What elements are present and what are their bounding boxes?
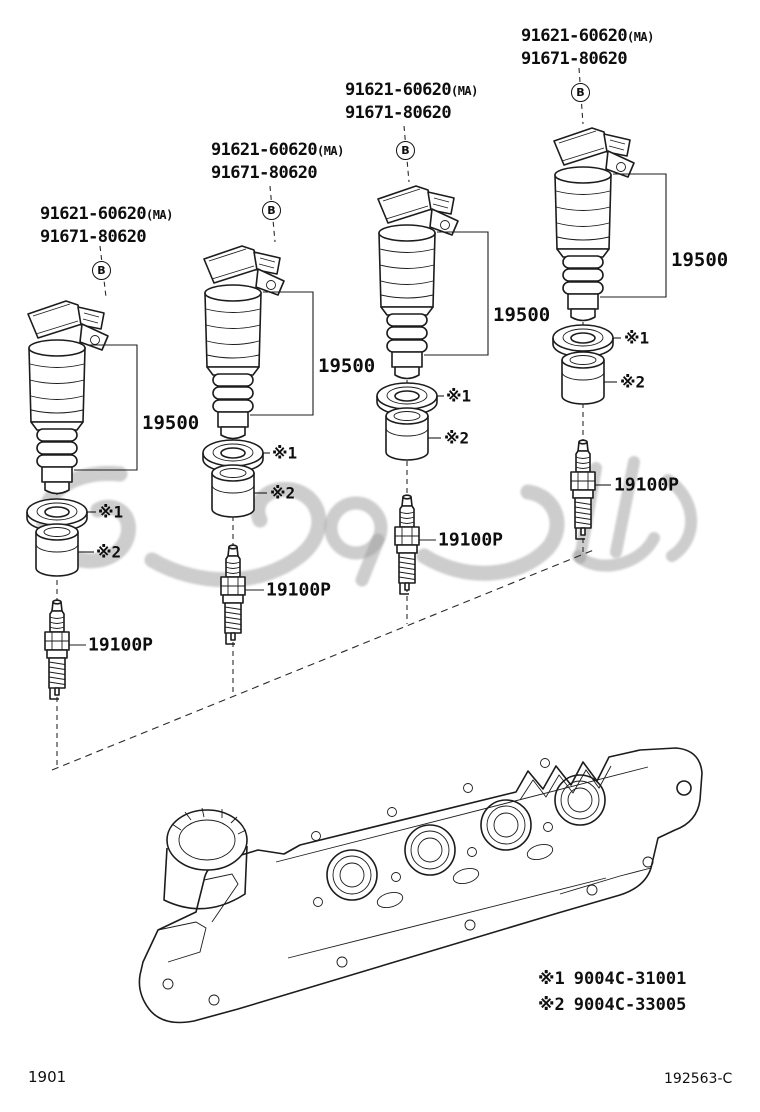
tube-marker-label: ※2 [444,428,470,448]
coil-assembly-2 [202,185,314,694]
legend-row: ※2 9004C-33005 [538,992,686,1018]
spark-plug-label: 19100P [266,579,332,601]
alignment-dashed-line [51,548,597,771]
connector-ref-icon: B [571,83,590,102]
part-number-line2: 91671-80620 [40,227,147,247]
part-number-line2: 91671-80620 [521,49,628,69]
cylinder-head-cover-drawing [138,747,703,1024]
coil-callout-bracket [250,291,314,416]
coil-part-label: 19500 [142,412,200,434]
part-number-line1: 91621-60620(MA) [521,26,654,46]
seal-marker-label: ※1 [624,328,650,348]
tube-marker-label: ※2 [96,542,122,562]
coil-part-numbers-2: 91621-60620(MA) 91671-80620 [211,139,344,184]
seal-marker-label: ※1 [272,443,298,463]
plug-tube-seal-drawing [385,407,429,461]
part-number-line2: 91671-80620 [211,163,318,183]
coil-part-label: 19500 [493,304,551,326]
connector-ref-icon: B [396,141,415,160]
seal-marker-label: ※1 [446,386,472,406]
plug-tube-seal-drawing [211,464,255,518]
coil-part-numbers-3: 91621-60620(MA) 91671-80620 [345,79,478,124]
spark-plug-drawing [570,439,596,540]
spark-plug-label: 19100P [614,474,680,496]
ignition-coil-drawing [377,185,459,380]
ignition-coil-drawing [27,300,109,495]
legend-marker: ※1 [538,969,565,989]
coil-callout-bracket [600,173,667,298]
plug-tube-seal-drawing [35,523,79,577]
legend-marker: ※2 [538,995,565,1015]
figure-code: 192563-C [664,1071,733,1087]
spark-plug-drawing [44,599,70,700]
part-number-line1: 91621-60620(MA) [40,204,173,224]
seal-marker-label: ※1 [98,502,124,522]
part-number-line1: 91621-60620(MA) [345,80,478,100]
connector-ref-icon: B [262,201,281,220]
coil-callout-bracket [424,231,489,356]
coil-part-numbers-4: 91621-60620(MA) 91671-80620 [521,25,654,70]
legend: ※1 9004C-31001 ※2 9004C-33005 [538,966,686,1018]
coil-callout-bracket [74,344,138,471]
coil-part-numbers-1: 91621-60620(MA) 91671-80620 [40,203,173,248]
tube-marker-label: ※2 [620,372,646,392]
spark-plug-drawing [220,544,246,645]
coil-assembly-1 [26,245,138,766]
spark-plug-holes [326,774,606,901]
tube-marker-label: ※2 [270,483,296,503]
spark-plug-label: 19100P [438,529,504,551]
ignition-coil-drawing [203,245,285,440]
legend-part-number: 9004C-33005 [573,995,687,1015]
oil-filler-cap [166,809,248,871]
ignition-coil-drawing [553,127,635,322]
coil-part-label: 19500 [318,355,376,377]
spark-plug-label: 19100P [88,634,154,656]
coil-part-label: 19500 [671,249,729,271]
legend-part-number: 9004C-31001 [573,969,687,989]
part-number-line2: 91671-80620 [345,103,452,123]
part-number-line1: 91621-60620(MA) [211,140,344,160]
plug-tube-seal-drawing [561,351,605,405]
legend-row: ※1 9004C-31001 [538,966,686,992]
spark-plug-drawing [394,494,420,595]
page-number: 1901 [28,1068,67,1086]
connector-ref-icon: B [92,261,111,280]
